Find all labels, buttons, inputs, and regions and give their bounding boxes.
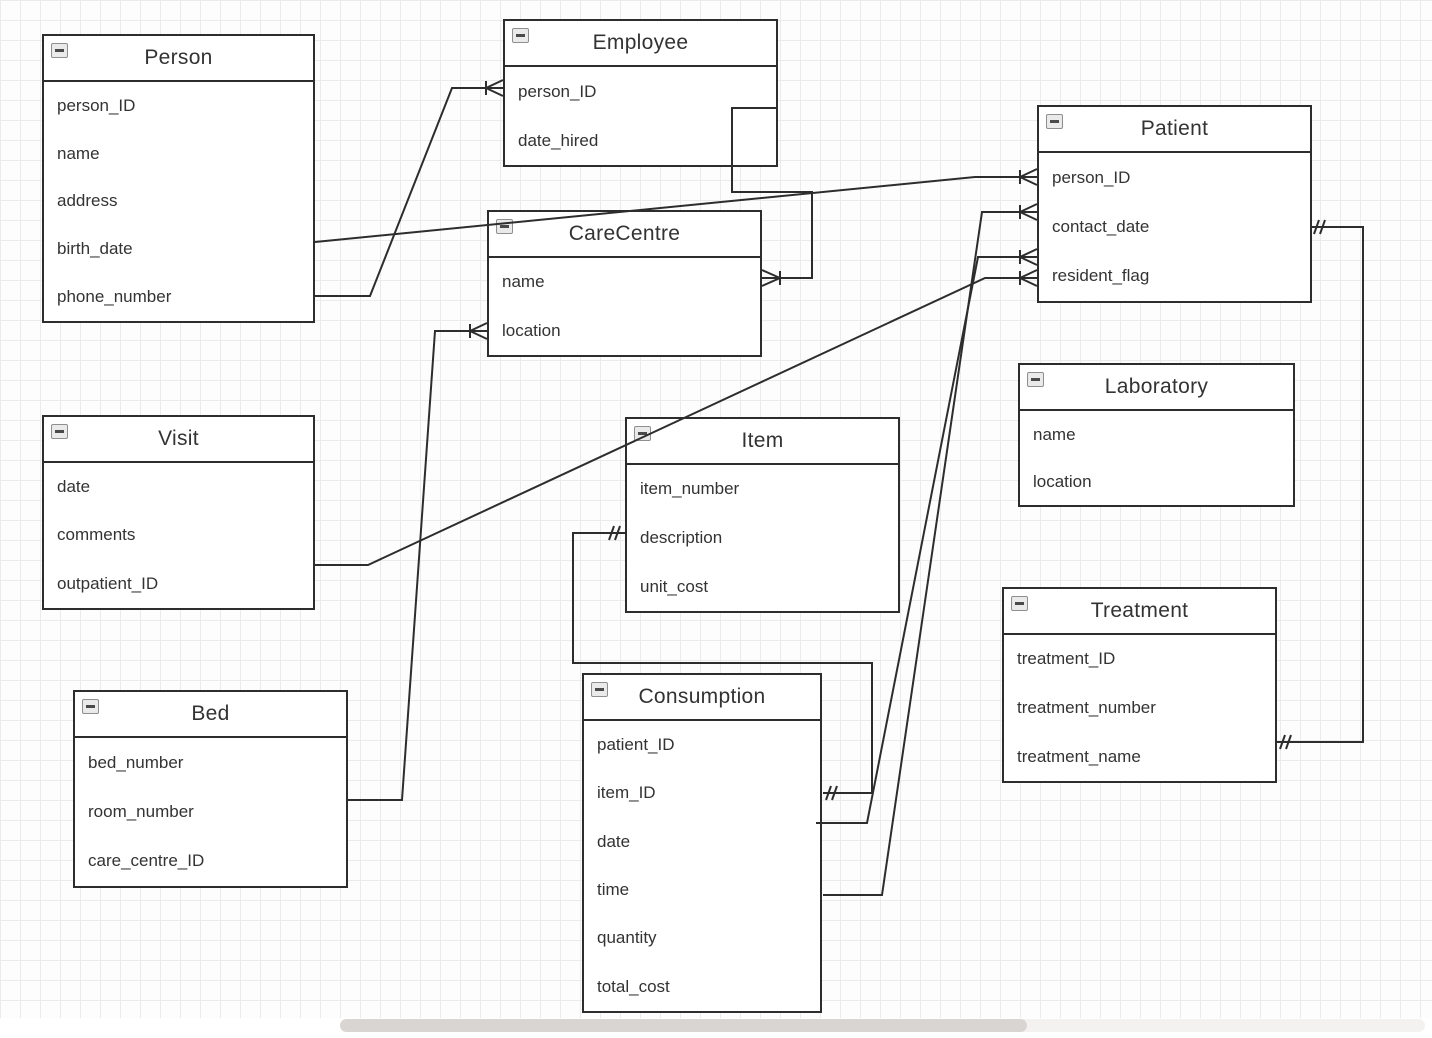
entity-body: name location [489, 258, 760, 355]
entity-body: date comments outpatient_ID [44, 463, 313, 608]
entity-laboratory-header[interactable]: Laboratory [1020, 365, 1293, 411]
field-row[interactable]: date [597, 831, 631, 851]
field-row[interactable]: bed_number [88, 752, 184, 772]
entity-carecentre[interactable]: CareCentre name location [487, 210, 762, 357]
field-row[interactable]: unit_cost [640, 576, 709, 596]
connector-bed-carecentre[interactable] [348, 322, 488, 801]
collapse-minus-icon[interactable] [82, 699, 99, 714]
field-row[interactable]: name [1033, 424, 1076, 444]
collapse-minus-icon[interactable] [1011, 596, 1028, 611]
entity-item-header[interactable]: Item [627, 419, 898, 465]
field-row[interactable]: date_hired [518, 130, 599, 150]
field-row[interactable]: description [640, 528, 723, 547]
entity-body: patient_ID item_ID date time quantity to… [584, 721, 820, 1011]
entity-title: Consumption [638, 685, 766, 708]
field-row[interactable]: item_number [640, 479, 740, 499]
entity-title: Treatment [1090, 599, 1189, 622]
collapse-minus-icon[interactable] [591, 682, 608, 697]
horizontal-scrollbar-track[interactable] [340, 1019, 1425, 1032]
entity-body: person_ID contact_date resident_flag [1039, 153, 1310, 301]
field-row[interactable]: date [57, 477, 91, 497]
connector-person-employee[interactable] [315, 79, 504, 297]
field-row[interactable]: treatment_number [1017, 698, 1156, 717]
entity-person[interactable]: Person person_ID name address birth_date… [42, 34, 315, 323]
field-row[interactable]: treatment_name [1017, 746, 1141, 766]
entity-person-header[interactable]: Person [44, 36, 313, 82]
collapse-minus-icon[interactable] [512, 28, 529, 43]
field-row[interactable]: address [57, 191, 118, 211]
collapse-minus-icon[interactable] [1046, 114, 1063, 129]
field-row[interactable]: time [597, 880, 630, 900]
collapse-minus-icon[interactable] [51, 43, 68, 58]
field-row[interactable]: outpatient_ID [57, 573, 159, 593]
entity-consumption-header[interactable]: Consumption [584, 675, 820, 721]
field-row[interactable]: birth_date [57, 239, 133, 259]
entity-title: Item [741, 429, 784, 452]
entity-title: Bed [191, 702, 230, 725]
entity-carecentre-header[interactable]: CareCentre [489, 212, 760, 258]
entity-employee-header[interactable]: Employee [505, 21, 776, 67]
collapse-minus-icon[interactable] [634, 426, 651, 441]
entity-title: Visit [158, 427, 199, 450]
entity-visit-header[interactable]: Visit [44, 417, 313, 463]
collapse-minus-icon[interactable] [1027, 372, 1044, 387]
field-row[interactable]: person_ID [57, 95, 136, 115]
entity-body: name location [1020, 411, 1293, 505]
entity-title: Person [144, 46, 213, 69]
horizontal-scrollbar-thumb[interactable] [340, 1019, 1027, 1032]
entity-title: Laboratory [1104, 375, 1209, 398]
field-row[interactable]: location [502, 320, 561, 340]
entity-title: Employee [592, 31, 689, 54]
field-row[interactable]: phone_number [57, 287, 172, 307]
field-row[interactable]: care_centre_ID [88, 851, 205, 871]
field-row[interactable]: total_cost [597, 976, 670, 996]
entity-bed[interactable]: Bed bed_number room_number care_centre_I… [73, 690, 348, 888]
field-row[interactable]: contact_date [1052, 216, 1150, 236]
entity-patient-header[interactable]: Patient [1039, 107, 1310, 153]
entity-item[interactable]: Item item_number description unit_cost [625, 417, 900, 613]
entity-consumption[interactable]: Consumption patient_ID item_ID date time… [582, 673, 822, 1013]
entity-body: person_ID date_hired [505, 67, 776, 165]
field-row[interactable]: person_ID [518, 81, 597, 101]
entity-visit[interactable]: Visit date comments outpatient_ID [42, 415, 315, 610]
entity-patient[interactable]: Patient person_ID contact_date resident_… [1037, 105, 1312, 303]
entity-body: bed_number room_number care_centre_ID [75, 738, 346, 886]
field-row[interactable]: quantity [597, 928, 657, 948]
field-row[interactable]: item_ID [597, 783, 656, 803]
entity-title: Patient [1140, 117, 1209, 140]
field-row[interactable]: patient_ID [597, 735, 675, 755]
entity-bed-header[interactable]: Bed [75, 692, 346, 738]
field-row[interactable]: name [57, 143, 100, 163]
entity-treatment-header[interactable]: Treatment [1004, 589, 1275, 635]
entity-body: item_number description unit_cost [627, 465, 898, 611]
field-row[interactable]: resident_flag [1052, 266, 1150, 286]
entity-laboratory[interactable]: Laboratory name location [1018, 363, 1295, 507]
entity-body: person_ID name address birth_date phone_… [44, 82, 313, 321]
entity-treatment[interactable]: Treatment treatment_ID treatment_number … [1002, 587, 1277, 783]
field-row[interactable]: treatment_ID [1017, 649, 1116, 669]
field-row[interactable]: location [1033, 471, 1092, 491]
collapse-minus-icon[interactable] [51, 424, 68, 439]
entity-body: treatment_ID treatment_number treatment_… [1004, 635, 1275, 781]
field-row[interactable]: comments [57, 525, 136, 545]
field-row[interactable]: room_number [88, 801, 194, 821]
field-row[interactable]: person_ID [1052, 167, 1131, 187]
entity-employee[interactable]: Employee person_ID date_hired [503, 19, 778, 167]
field-row[interactable]: name [502, 272, 545, 292]
entity-title: CareCentre [568, 222, 681, 245]
collapse-minus-icon[interactable] [496, 219, 513, 234]
